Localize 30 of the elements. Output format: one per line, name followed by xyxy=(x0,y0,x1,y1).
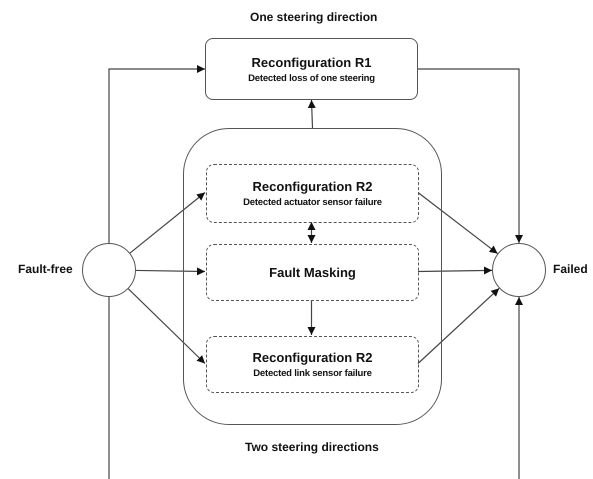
arrow xyxy=(128,288,206,364)
arrow xyxy=(418,266,492,275)
state-box xyxy=(205,38,418,100)
arrow xyxy=(308,222,316,243)
state-box xyxy=(206,336,419,393)
state-circle xyxy=(492,243,546,297)
arrow xyxy=(108,65,205,243)
state-description: Detected link sensor failure xyxy=(253,368,372,379)
state-label: Fault-free xyxy=(18,262,73,276)
arrow xyxy=(418,192,498,254)
arrow xyxy=(418,288,500,364)
state-label: Two steering directions xyxy=(245,440,379,454)
arrow xyxy=(308,300,316,335)
state-circle xyxy=(82,243,136,297)
arrow xyxy=(308,100,316,128)
state-label: One steering direction xyxy=(250,10,378,24)
arrow xyxy=(130,192,206,254)
state-title: Reconfiguration R1 xyxy=(252,54,372,70)
group-region xyxy=(183,128,442,425)
arrow xyxy=(418,68,523,243)
arrow xyxy=(515,297,523,479)
state-description: Detected actuator sensor failure xyxy=(243,197,382,208)
state-title: Reconfiguration R2 xyxy=(252,179,372,194)
state-box xyxy=(206,164,419,223)
state-description: Detected loss of one steering xyxy=(248,72,375,84)
state-box xyxy=(206,244,419,301)
state-title: Fault Masking xyxy=(269,265,356,280)
arrow xyxy=(136,267,206,276)
state-label: Failed xyxy=(553,262,588,276)
state-title: Reconfiguration R2 xyxy=(252,350,372,365)
